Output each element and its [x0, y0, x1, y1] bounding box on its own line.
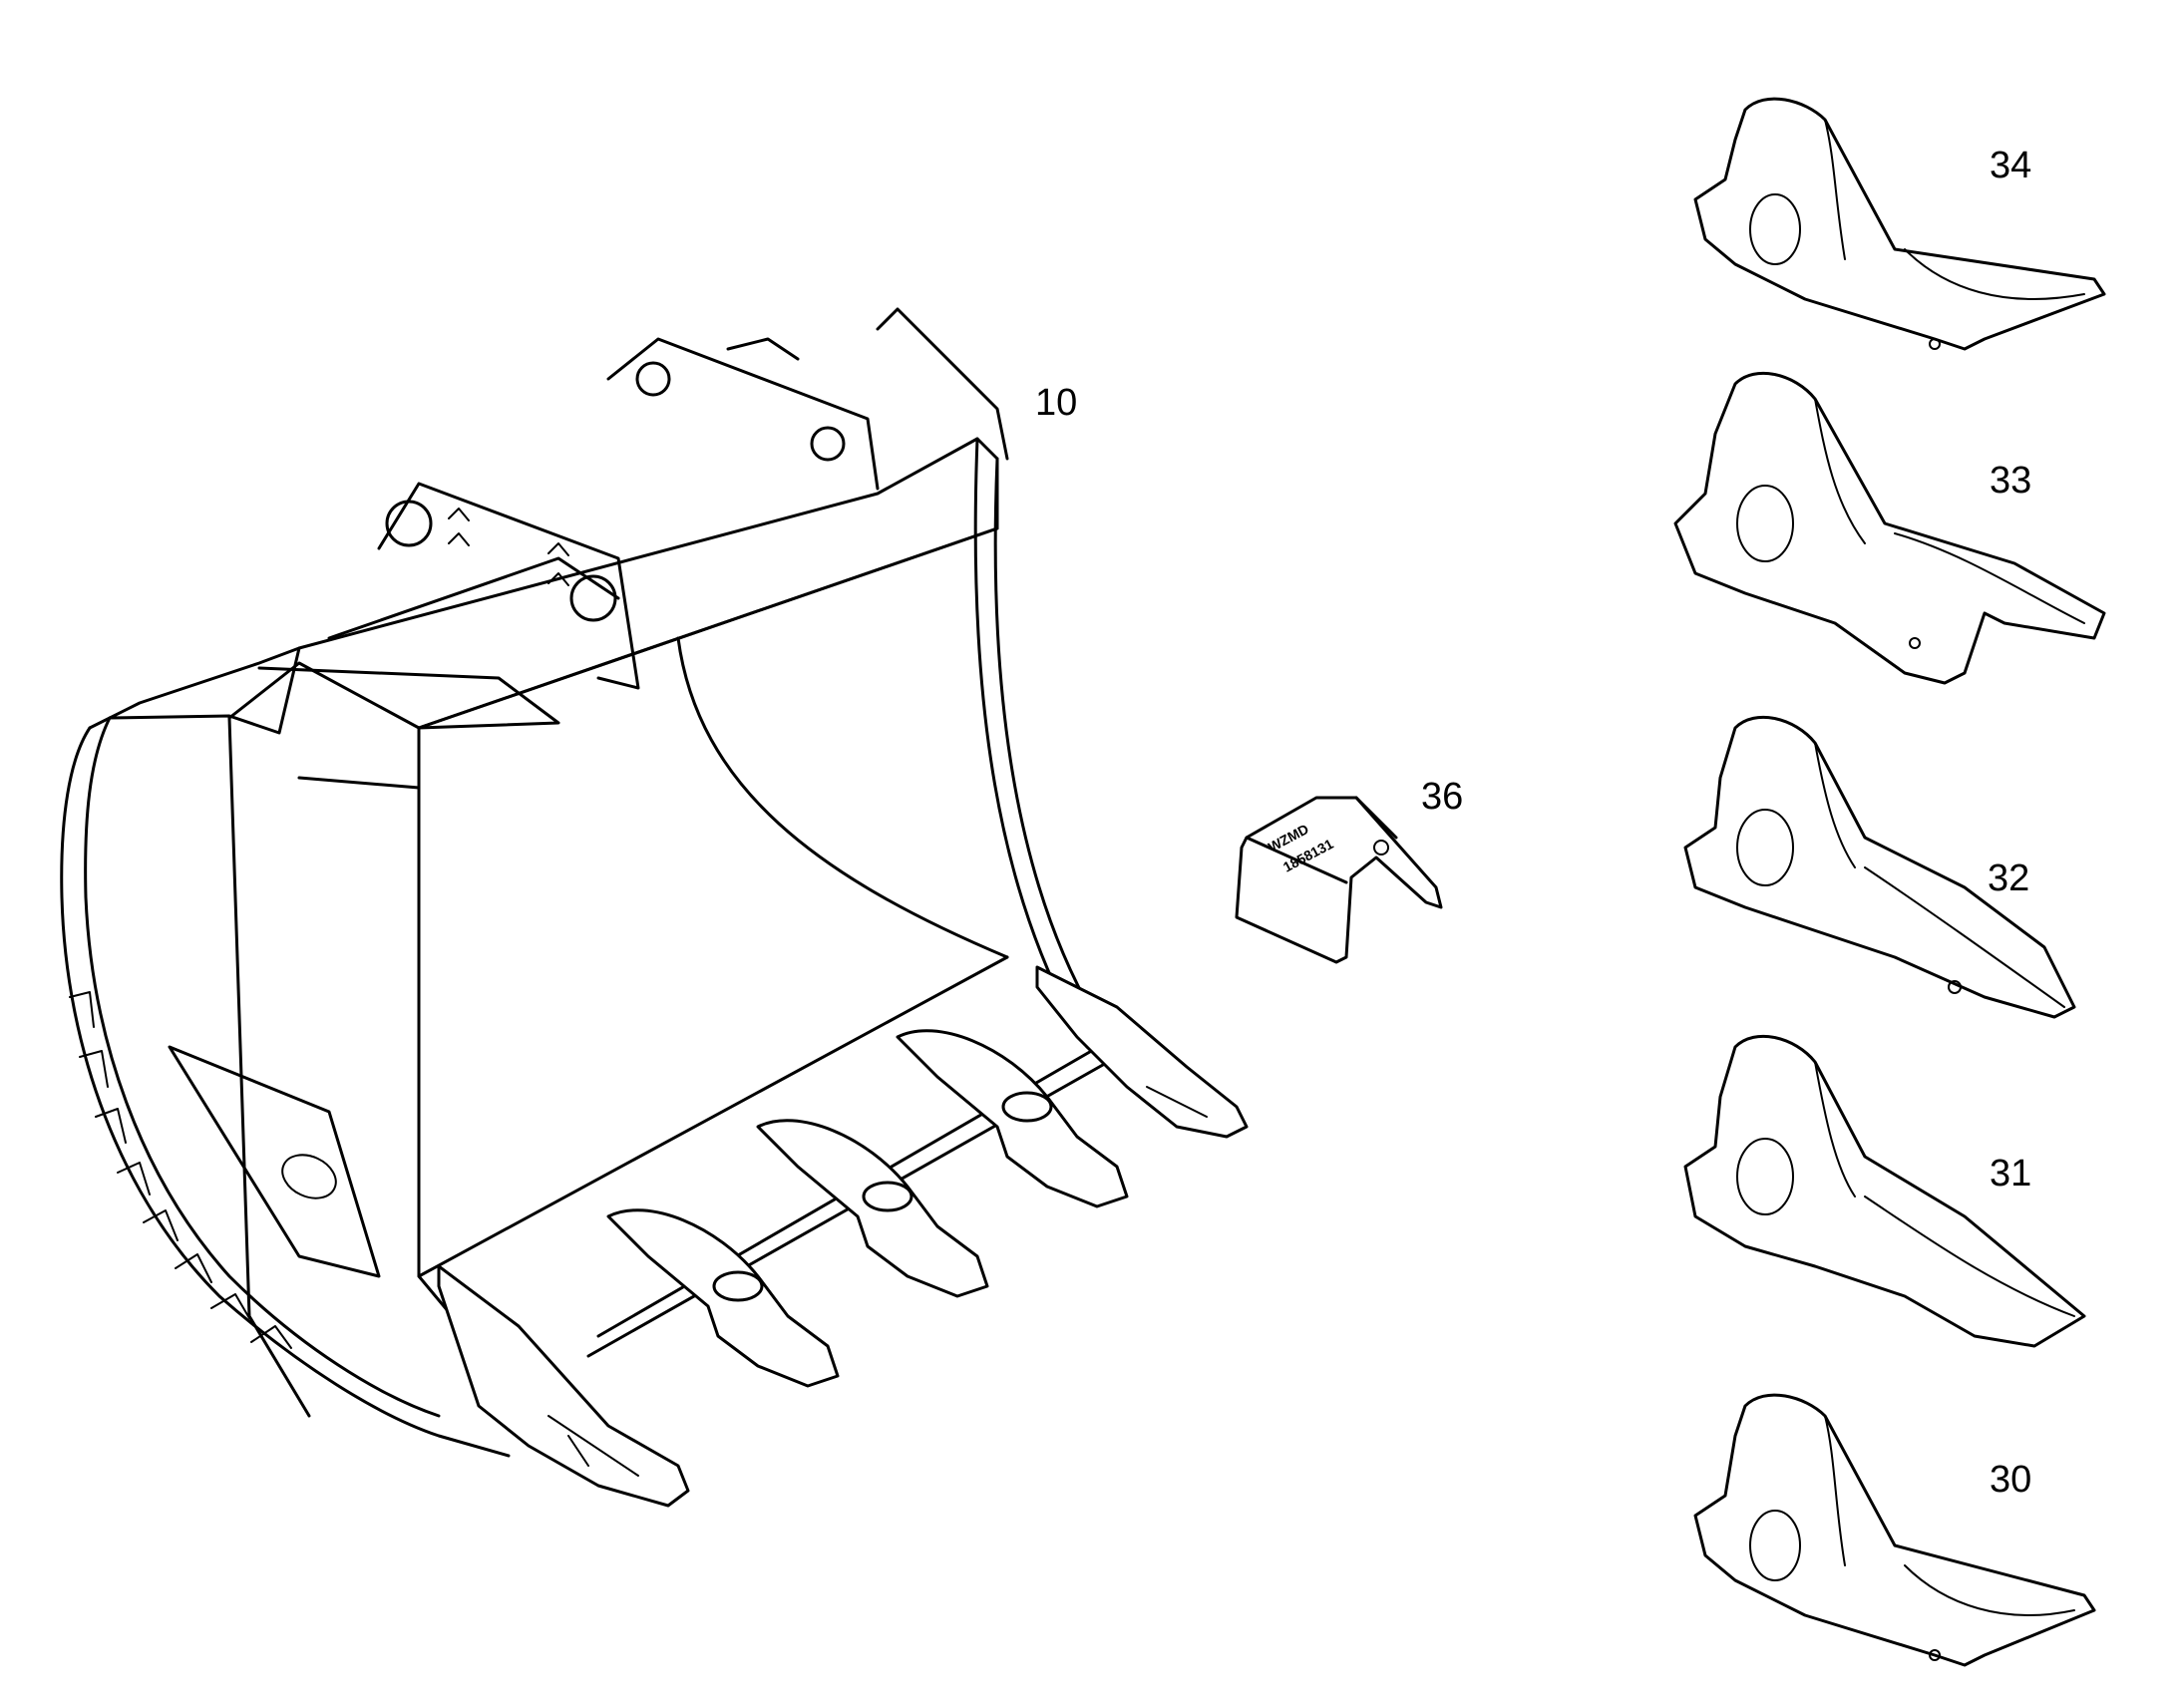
callout-bucket: 10 — [1035, 382, 1078, 424]
tooth-31-drawing — [1683, 1034, 2086, 1348]
callout-tooth-32: 32 — [1988, 857, 2030, 899]
callout-adapter-cap: 36 — [1421, 776, 1464, 818]
tooth-32-drawing — [1683, 715, 2076, 1019]
callout-tooth-31: 31 — [1990, 1153, 2032, 1195]
callout-tooth-33: 33 — [1990, 460, 2032, 502]
adapter-cap: WZMD 1858131 — [1235, 796, 1443, 964]
tooth-shapes — [1673, 97, 2106, 1667]
bucket-teeth — [437, 965, 1249, 1508]
tooth-33-drawing — [1673, 371, 2106, 685]
excavator-bucket — [60, 307, 1169, 1458]
callout-tooth-30: 30 — [1990, 1459, 2032, 1501]
tooth-30-drawing — [1693, 1393, 2096, 1667]
tooth-34-drawing — [1693, 97, 2106, 351]
callout-tooth-34: 34 — [1990, 145, 2032, 186]
